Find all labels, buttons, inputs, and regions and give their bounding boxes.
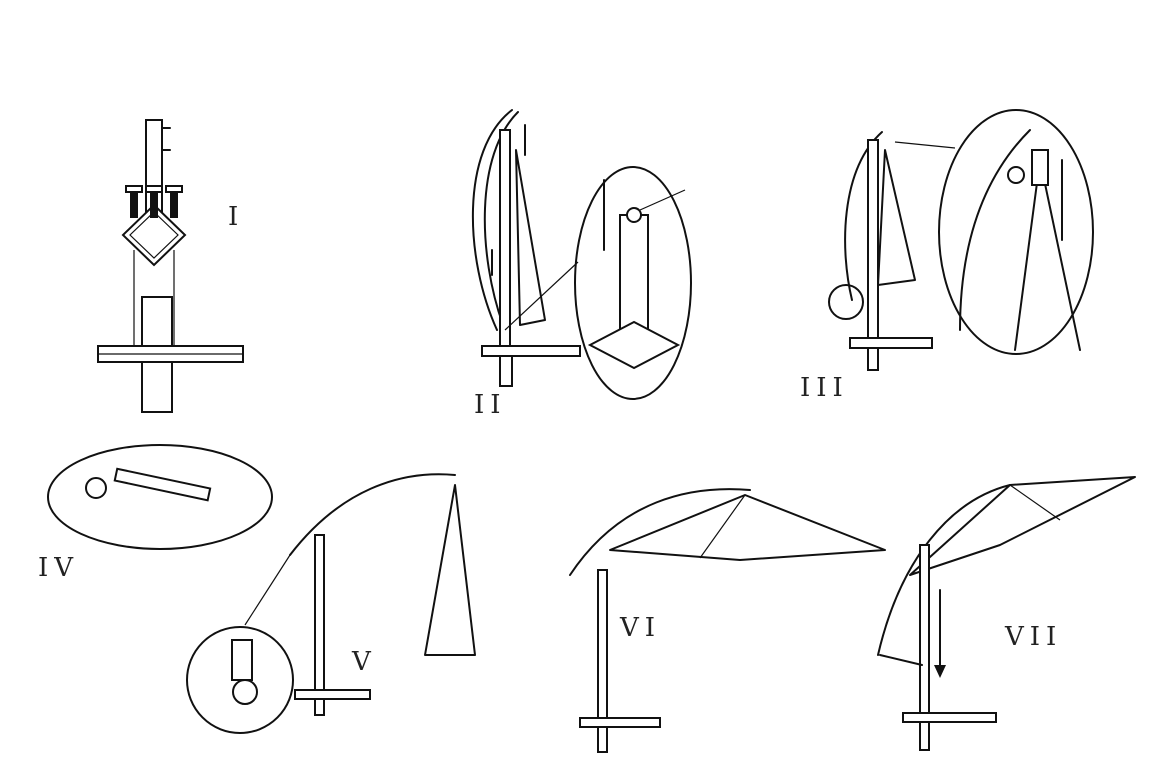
step-label-5: V [352,647,377,677]
step-6-illustration [569,488,886,753]
step-2-illustration [472,109,692,400]
step-label-6: VI [620,613,662,643]
step-1-illustration [97,119,244,413]
step-4-5-illustration [47,444,476,734]
step-label-4: IV [38,553,80,583]
step-label-2: II [474,390,507,420]
step-label-3: III [800,373,849,403]
step-7-illustration [877,476,1136,751]
step-label-1: I [228,202,245,232]
step-label-7: VII [1005,622,1063,652]
step-3-illustration [828,109,1094,371]
